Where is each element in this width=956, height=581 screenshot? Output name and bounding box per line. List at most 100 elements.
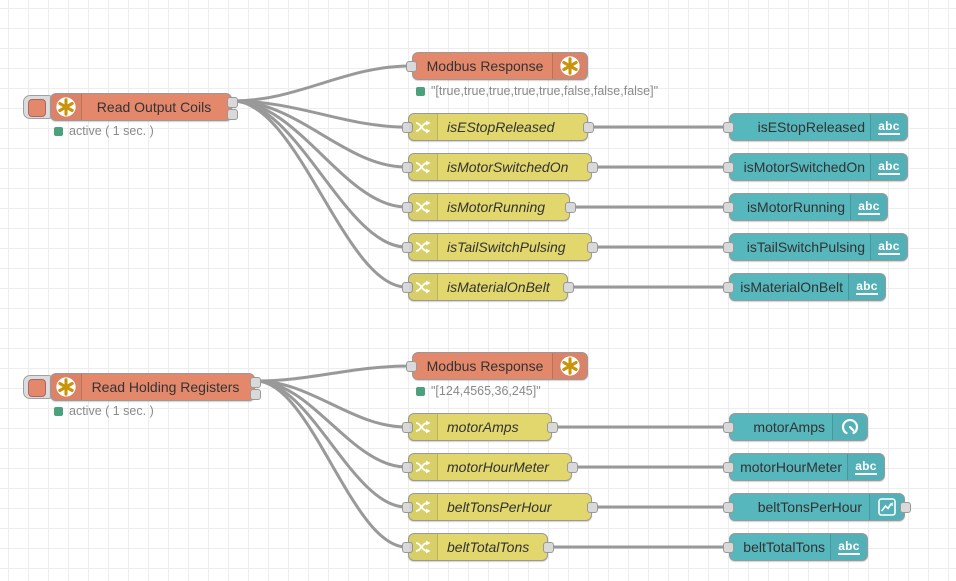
input-port[interactable] bbox=[402, 282, 413, 293]
wire[interactable] bbox=[231, 99, 408, 169]
status-text: active ( 1 sec. ) bbox=[69, 404, 154, 418]
line-chart-icon bbox=[869, 494, 904, 520]
input-port[interactable] bbox=[723, 542, 734, 553]
input-port[interactable] bbox=[723, 162, 734, 173]
ui-text-node-isTailSwitchPulsing[interactable]: isTailSwitchPulsing abc bbox=[723, 233, 908, 261]
input-port[interactable] bbox=[723, 282, 734, 293]
abc-text-icon: abc bbox=[830, 534, 867, 560]
node-label: motorHourMeter bbox=[740, 459, 842, 475]
node-label: isMaterialOnBelt bbox=[447, 279, 550, 295]
input-port[interactable] bbox=[406, 361, 417, 372]
change-node-isMotorSwitchedOn[interactable]: isMotorSwitchedOn bbox=[402, 153, 598, 181]
output-port[interactable] bbox=[547, 422, 558, 433]
node-label: isEStopReleased bbox=[757, 119, 865, 135]
abc-text-icon: abc bbox=[870, 114, 907, 140]
node-status: "[124,4565,36,245]" bbox=[416, 384, 541, 398]
status-text: "[true,true,true,true,true,false,false,f… bbox=[431, 84, 659, 98]
output-port-2[interactable] bbox=[250, 389, 261, 400]
ui-text-node-isEStopReleased[interactable]: isEStopReleased abc bbox=[723, 113, 908, 141]
wire[interactable] bbox=[231, 99, 408, 209]
abc-text-icon: abc bbox=[847, 454, 884, 480]
node-label: isTailSwitchPulsing bbox=[746, 239, 865, 255]
output-port[interactable] bbox=[583, 122, 594, 133]
input-port[interactable] bbox=[402, 202, 413, 213]
ui-gauge-node-motorAmps[interactable]: motorAmps bbox=[723, 413, 868, 441]
input-port[interactable] bbox=[723, 462, 734, 473]
change-node-motorHourMeter[interactable]: motorHourMeter bbox=[402, 453, 578, 481]
input-port[interactable] bbox=[723, 202, 734, 213]
input-port[interactable] bbox=[723, 502, 734, 513]
modbus-icon bbox=[51, 374, 82, 400]
wire[interactable] bbox=[231, 64, 412, 103]
shuffle-icon bbox=[409, 234, 438, 260]
modbus-icon bbox=[552, 53, 587, 79]
status-dot-icon bbox=[416, 86, 425, 96]
modbus-read-node-read-output-coils[interactable]: Read Output Coils bbox=[50, 93, 238, 121]
output-port[interactable] bbox=[563, 282, 574, 293]
output-port-2[interactable] bbox=[227, 109, 238, 120]
trigger-button[interactable] bbox=[23, 375, 55, 399]
node-label: beltTonsPerHour bbox=[447, 499, 552, 515]
status-text: active ( 1 sec. ) bbox=[69, 124, 154, 138]
input-port[interactable] bbox=[402, 422, 413, 433]
node-status: "[true,true,true,true,true,false,false,f… bbox=[416, 84, 658, 98]
node-label: isEStopReleased bbox=[447, 119, 555, 135]
wire[interactable] bbox=[254, 379, 408, 549]
node-label: isMotorSwitchedOn bbox=[743, 159, 865, 175]
change-node-isTailSwitchPulsing[interactable]: isTailSwitchPulsing bbox=[402, 233, 598, 261]
output-port[interactable] bbox=[587, 162, 598, 173]
input-port[interactable] bbox=[402, 542, 413, 553]
input-port[interactable] bbox=[723, 242, 734, 253]
output-port[interactable] bbox=[565, 202, 576, 213]
change-node-isEStopReleased[interactable]: isEStopReleased bbox=[402, 113, 594, 141]
output-port[interactable] bbox=[587, 242, 598, 253]
gauge-icon bbox=[832, 414, 867, 440]
wire[interactable] bbox=[254, 364, 412, 383]
shuffle-icon bbox=[409, 454, 438, 480]
ui-text-node-isMotorRunning[interactable]: isMotorRunning abc bbox=[723, 193, 888, 221]
trigger-button[interactable] bbox=[23, 95, 55, 119]
abc-text-icon: abc bbox=[870, 154, 907, 180]
wire[interactable] bbox=[254, 379, 408, 509]
shuffle-icon bbox=[409, 154, 438, 180]
ui-text-node-isMaterialOnBelt[interactable]: isMaterialOnBelt abc bbox=[723, 273, 886, 301]
output-port-1[interactable] bbox=[250, 377, 261, 388]
wire[interactable] bbox=[231, 99, 408, 289]
node-label: Read Output Coils bbox=[96, 99, 212, 115]
node-label: isMotorRunning bbox=[746, 199, 845, 215]
ui-text-node-motorHourMeter[interactable]: motorHourMeter abc bbox=[723, 453, 885, 481]
change-node-isMaterialOnBelt[interactable]: isMaterialOnBelt bbox=[402, 273, 574, 301]
input-port[interactable] bbox=[402, 122, 413, 133]
ui-text-node-beltTotalTons[interactable]: beltTotalTons abc bbox=[723, 533, 868, 561]
output-port[interactable] bbox=[900, 502, 911, 513]
input-port[interactable] bbox=[402, 162, 413, 173]
input-port[interactable] bbox=[723, 122, 734, 133]
modbus-read-node-read-holding-registers[interactable]: Read Holding Registers bbox=[50, 373, 261, 401]
input-port[interactable] bbox=[402, 462, 413, 473]
ui-text-node-isMotorSwitchedOn[interactable]: isMotorSwitchedOn abc bbox=[723, 153, 908, 181]
ui-chart-node-beltTonsPerHour[interactable]: beltTonsPerHour bbox=[723, 493, 911, 521]
change-node-motorAmps[interactable]: motorAmps bbox=[402, 413, 558, 441]
shuffle-icon bbox=[409, 534, 438, 560]
output-port[interactable] bbox=[543, 542, 554, 553]
wire[interactable] bbox=[231, 99, 408, 249]
modbus-response-node[interactable]: Modbus Response bbox=[406, 52, 588, 80]
input-port[interactable] bbox=[402, 242, 413, 253]
abc-text-icon: abc bbox=[850, 194, 887, 220]
node-label: beltTotalTons bbox=[743, 539, 825, 555]
output-port-1[interactable] bbox=[227, 97, 238, 108]
change-node-isMotorRunning[interactable]: isMotorRunning bbox=[402, 193, 576, 221]
change-node-beltTonsPerHour[interactable]: beltTonsPerHour bbox=[402, 493, 598, 521]
input-port[interactable] bbox=[402, 502, 413, 513]
status-dot-icon bbox=[416, 386, 425, 396]
input-port[interactable] bbox=[406, 61, 417, 72]
modbus-response-node[interactable]: Modbus Response bbox=[406, 352, 588, 380]
shuffle-icon bbox=[409, 114, 438, 140]
change-node-beltTotalTons[interactable]: beltTotalTons bbox=[402, 533, 554, 561]
input-port[interactable] bbox=[723, 422, 734, 433]
node-label: Modbus Response bbox=[426, 358, 544, 374]
output-port[interactable] bbox=[587, 502, 598, 513]
output-port[interactable] bbox=[567, 462, 578, 473]
